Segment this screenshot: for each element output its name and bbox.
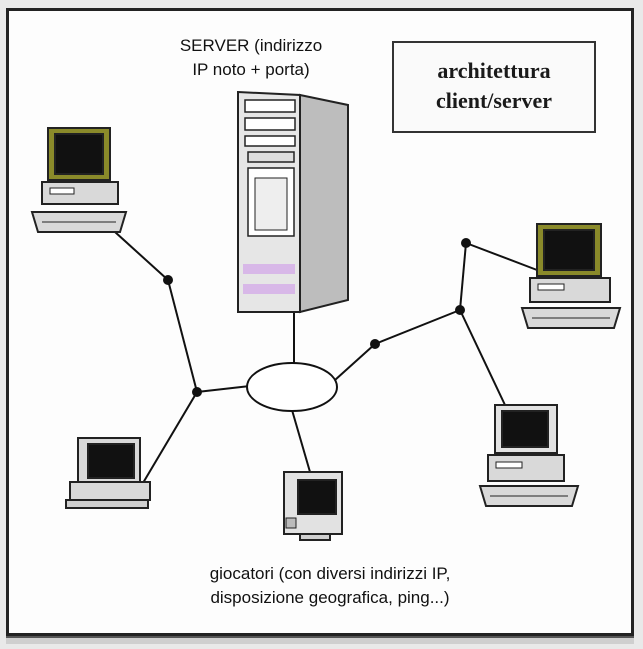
title-line1: architettura <box>437 58 551 83</box>
computer-icon <box>520 223 622 329</box>
link-hub-left-junction <box>196 385 251 393</box>
junction-dot <box>163 275 173 285</box>
title-line2: client/server <box>435 88 553 113</box>
link-right-junction <box>374 309 461 345</box>
bottom-strip <box>6 636 634 644</box>
computer-icon <box>283 471 343 541</box>
link-to-bottom-right-pc <box>459 309 506 406</box>
junction-dot <box>192 387 202 397</box>
computer-icon <box>65 437 151 509</box>
junction-dot <box>461 238 471 248</box>
server-caption-line1: SERVER (indirizzo <box>179 36 323 55</box>
server-caption-line2: IP noto + porta) <box>192 60 310 79</box>
server-tower-icon <box>237 90 349 314</box>
junction-dot <box>370 339 380 349</box>
junction-dot <box>455 305 465 315</box>
link-to-top-right-pc <box>465 242 538 271</box>
title-box: architettura client/server <box>392 41 596 133</box>
network-hub-ellipse <box>246 362 338 412</box>
network-links <box>114 231 538 489</box>
server-caption: SERVER (indirizzo IP noto + porta) <box>136 34 366 82</box>
link-left-junction-upper <box>167 279 198 393</box>
players-caption-line2: disposizione geografica, ping...) <box>210 588 450 607</box>
link-right-upper <box>459 242 467 311</box>
players-caption-line1: giocatori (con diversi indirizzi IP, <box>209 564 451 583</box>
computer-icon <box>478 404 580 507</box>
link-to-top-left-pc <box>114 231 169 281</box>
link-to-bottom-left-pc <box>139 391 198 489</box>
players-caption: giocatori (con diversi indirizzi IP, dis… <box>150 562 510 610</box>
junction-dots <box>163 238 471 397</box>
link-hub-right <box>334 343 376 381</box>
link-to-bottom-center-pc <box>291 409 311 473</box>
computer-icon <box>30 127 128 233</box>
